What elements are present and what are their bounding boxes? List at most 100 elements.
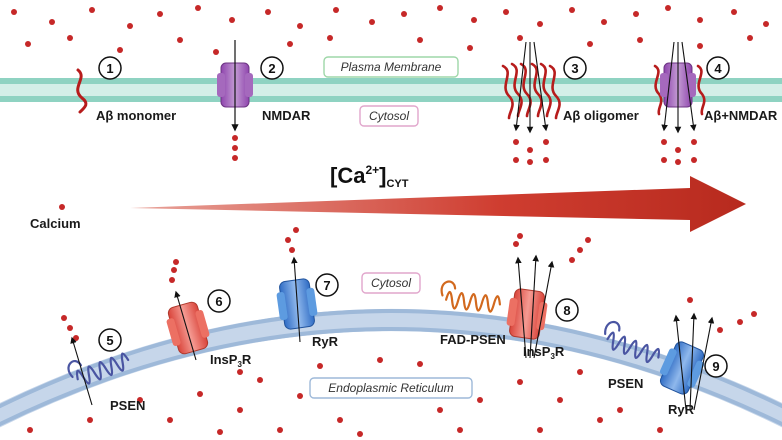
calcium-ion-icon [437, 5, 443, 11]
calcium-ion-icon [257, 377, 263, 383]
svg-text:Cytosol: Cytosol [371, 276, 411, 290]
calcium-ion-icon [543, 157, 549, 163]
calcium-ion-icon [333, 7, 339, 13]
calcium-ion-icon [633, 11, 639, 17]
calcium-ion-icon [417, 361, 423, 367]
cytosol-label-top: Cytosol [359, 105, 419, 127]
badge-4: 4 [706, 56, 730, 80]
calcium-ion-icon [513, 241, 519, 247]
svg-text:Endoplasmic Reticulum: Endoplasmic Reticulum [328, 381, 453, 395]
insp3r-right-arrows [515, 254, 555, 359]
calcium-ion-icon [503, 9, 509, 15]
calcium-ion-icon [543, 139, 549, 145]
badge-9: 9 [704, 354, 728, 378]
calcium-ion-icon [297, 23, 303, 29]
calcium-ion-icon [61, 315, 67, 321]
calcium-ion-icon [401, 11, 407, 17]
calcium-ion-icon [417, 37, 423, 43]
ryr-left-arrow [291, 256, 301, 343]
calcium-ion-icon [661, 157, 667, 163]
calcium-ion-icon [587, 41, 593, 47]
calcium-ion-icon [731, 9, 737, 15]
calcium-ion-icon [197, 391, 203, 397]
calcium-ion-icon [675, 147, 681, 153]
calcium-ion-icon [513, 139, 519, 145]
calcium-ion-icon [569, 257, 575, 263]
calcium-ion-icon [717, 327, 723, 333]
abeta-monomer-icon [76, 68, 88, 114]
insp3r-left-label: InsP3R [210, 352, 252, 369]
badge-8: 8 [555, 298, 579, 322]
calcium-ion-icon [763, 21, 769, 27]
calcium-ion-icon [477, 397, 483, 403]
calcium-ion-icon [25, 41, 31, 47]
calcium-ion-icon [687, 297, 693, 303]
calcium-ion-icon [232, 145, 238, 151]
calcium-ion-icon [537, 21, 543, 27]
calcium-ion-icon [527, 159, 533, 165]
insp3r-left-arrow [174, 290, 197, 361]
fad-psen-label: FAD-PSEN [440, 332, 506, 347]
calcium-ion-icon [661, 139, 667, 145]
calcium-ion-icon [49, 19, 55, 25]
plasma-membrane [0, 78, 782, 102]
badge-2: 2 [260, 56, 284, 80]
calcium-ion-icon [229, 17, 235, 23]
plasma-membrane-label: Plasma Membrane [323, 56, 459, 78]
calcium-ion-icon [87, 417, 93, 423]
calcium-ion-icon [377, 357, 383, 363]
calcium-ion-icon [537, 427, 543, 433]
calcium-ion-icon [127, 23, 133, 29]
calcium-ions [11, 5, 769, 437]
calcium-ion-icon [265, 9, 271, 15]
calcium-ion-icon [195, 5, 201, 11]
svg-text:Cytosol: Cytosol [369, 109, 409, 123]
calcium-ion-icon [67, 35, 73, 41]
calcium-ion-icon [27, 427, 33, 433]
svg-text:1: 1 [106, 61, 113, 76]
calcium-ion-icon [177, 37, 183, 43]
calcium-ion-icon [569, 7, 575, 13]
calcium-ion-icon [467, 45, 473, 51]
calcium-ion-icon [297, 393, 303, 399]
calcium-ion-icon [457, 427, 463, 433]
calcium-ion-icon [232, 155, 238, 161]
calcium-ion-icon [577, 369, 583, 375]
calcium-ion-icon [691, 139, 697, 145]
calcium-ion-icon [617, 407, 623, 413]
badge-5: 5 [98, 328, 122, 352]
svg-text:6: 6 [215, 294, 222, 309]
calcium-ion-icon [11, 9, 17, 15]
calcium-ion-icon [577, 247, 583, 253]
calcium-ion-icon [751, 311, 757, 317]
calcium-ion-icon [73, 335, 79, 341]
svg-text:Plasma Membrane: Plasma Membrane [341, 60, 442, 74]
calcium-ion-icon [171, 267, 177, 273]
svg-text:8: 8 [563, 303, 570, 318]
calcium-ion-icon [517, 379, 523, 385]
calcium-ion-icon [117, 47, 123, 53]
calcium-ion-icon [513, 157, 519, 163]
ca-concentration-title: [Ca2+]CYT [330, 163, 409, 190]
calcium-ion-icon [169, 277, 175, 283]
badge-6: 6 [207, 289, 231, 313]
calcium-ion-icon [237, 407, 243, 413]
calcium-ion-icon [517, 35, 523, 41]
calcium-ion-icon [747, 35, 753, 41]
badge-3: 3 [563, 56, 587, 80]
calcium-ion-icon [337, 417, 343, 423]
svg-text:9: 9 [712, 359, 719, 374]
calcium-ion-icon [317, 363, 323, 369]
calcium-ion-icon [601, 19, 607, 25]
calcium-ion-icon [697, 43, 703, 49]
calcium-ion-icon [557, 397, 563, 403]
calcium-ion-icon [737, 319, 743, 325]
abeta-nmdar-label: Aβ+NMDAR [704, 108, 778, 123]
calcium-ion-icon [697, 17, 703, 23]
calcium-ion-icon [232, 135, 238, 141]
calcium-ion-icon [157, 11, 163, 17]
psen-left-arrow [70, 336, 93, 406]
calcium-ion-icon [585, 237, 591, 243]
